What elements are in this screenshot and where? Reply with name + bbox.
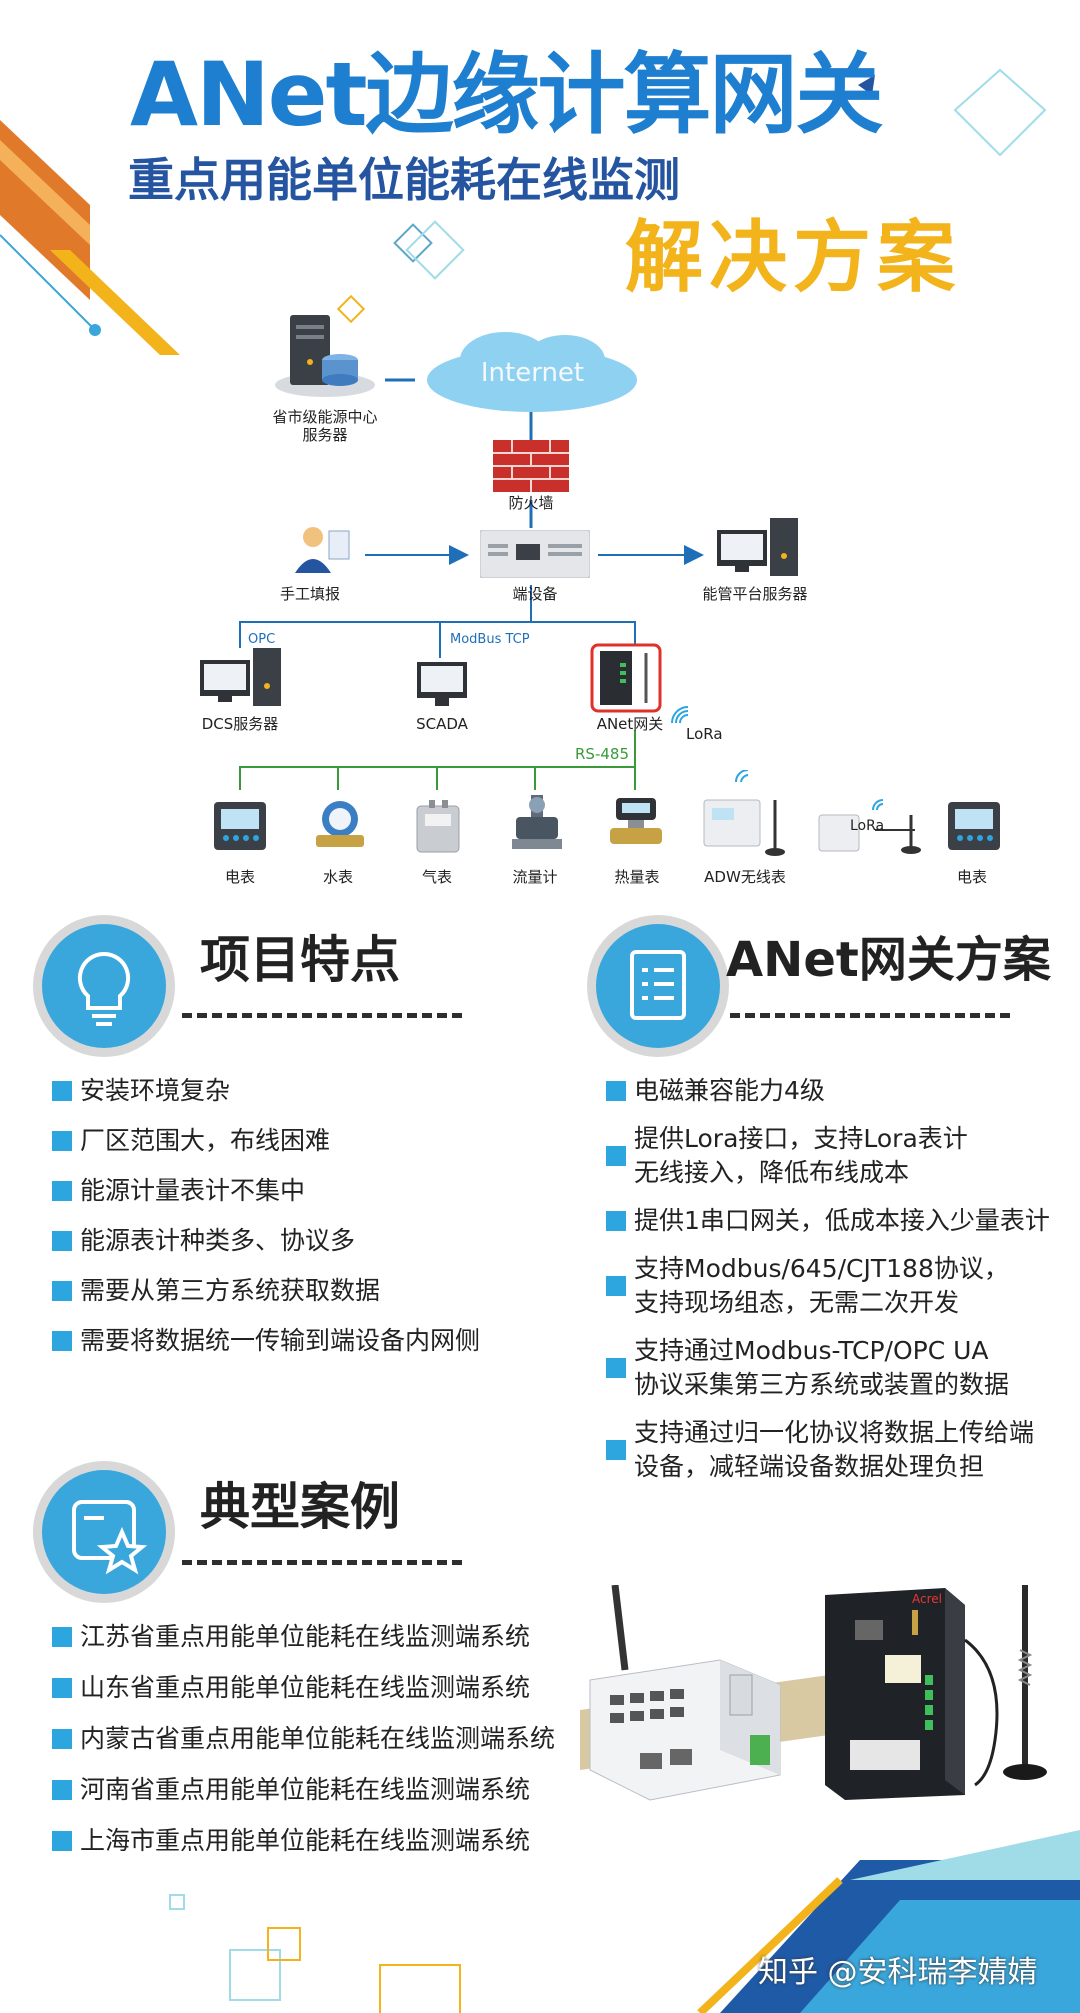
- features-divider: [182, 1013, 462, 1018]
- solution-divider: [730, 1013, 1010, 1018]
- solution-list: 电磁兼容能力4级 提供Lora接口，支持Lora表计 无线接入，降低布线成本 提…: [606, 1074, 1076, 1484]
- water-meter-icon: [316, 801, 364, 847]
- solution-section-title: ANet网关方案: [726, 932, 1051, 988]
- list-item: 需要将数据统一传输到端设备内网侧: [52, 1324, 480, 1358]
- scada-label: SCADA: [416, 715, 468, 733]
- anet-gateway-icon: [590, 643, 662, 713]
- lightbulb-circle: [42, 924, 166, 1048]
- cases-list: 江苏省重点用能单位能耗在线监测端系统 山东省重点用能单位能耗在线监测端系统 内蒙…: [52, 1620, 555, 1858]
- anet-gateway-product-image: [825, 1585, 1047, 1800]
- list-item: 安装环境复杂: [52, 1074, 480, 1108]
- platform-server-label: 能管平台服务器: [702, 585, 808, 603]
- list-item: 能源计量表计不集中: [52, 1174, 480, 1208]
- list-item: 需要从第三方系统获取数据: [52, 1274, 480, 1308]
- platform-server-icon: [717, 518, 798, 576]
- star-card-circle: [42, 1470, 166, 1594]
- list-item: 上海市重点用能单位能耗在线监测端系统: [52, 1824, 555, 1858]
- server-center-icon: [275, 315, 375, 397]
- firewall-label: 防火墙: [508, 494, 554, 512]
- product-brand-label: Acrel: [912, 1592, 942, 1606]
- list-item: 电磁兼容能力4级: [606, 1074, 1076, 1108]
- cases-divider: [182, 1560, 462, 1565]
- flow-meter-icon: [512, 795, 562, 849]
- anet-gateway-label: ANet网关: [596, 715, 664, 733]
- firewall-icon: [493, 440, 569, 492]
- adw-wireless-meter-icon: [703, 770, 785, 856]
- server-center-label: 省市级能源中心 服务器: [272, 408, 378, 444]
- dcs-server-icon: [200, 648, 281, 706]
- list-item: 支持通过归一化协议将数据上传给端 设备，减轻端设备数据处理负担: [606, 1416, 1076, 1484]
- electric-meter-icon: [214, 802, 266, 850]
- electric-meter-icon-2: [948, 802, 1000, 850]
- modbus-tcp-label: ModBus TCP: [450, 632, 530, 647]
- list-item: 厂区范围大，布线困难: [52, 1124, 480, 1158]
- network-diagram-lines: [239, 378, 704, 790]
- manual-entry-label: 手工填报: [279, 585, 340, 603]
- page-title: ANet边缘计算网关: [130, 43, 884, 146]
- device-label: 水表: [322, 868, 353, 886]
- lora-label-2: LoRa: [850, 818, 885, 834]
- device-label: 热量表: [614, 868, 660, 886]
- page-subtitle: 重点用能单位能耗在线监测: [128, 153, 680, 207]
- list-item: 内蒙古省重点用能单位能耗在线监测端系统: [52, 1722, 555, 1756]
- device-label: ADW无线表: [704, 868, 786, 886]
- scada-icon: [417, 662, 467, 706]
- list-item: 江苏省重点用能单位能耗在线监测端系统: [52, 1620, 555, 1654]
- wireless-signal-icon: [671, 706, 689, 724]
- rs485-label: RS-485: [575, 745, 629, 763]
- list-item: 能源表计种类多、协议多: [52, 1224, 480, 1258]
- internet-label: Internet: [480, 358, 585, 388]
- lightbulb-icon: [77, 951, 131, 1026]
- gateway-module-image: [580, 1585, 830, 1801]
- list-item: 河南省重点用能单位能耗在线监测端系统: [52, 1773, 555, 1807]
- cases-title: 典型案例: [200, 1478, 400, 1536]
- lora-meter-icon: [818, 799, 921, 854]
- features-title: 项目特点: [200, 931, 400, 989]
- features-list: 安装环境复杂 厂区范围大，布线困难 能源计量表计不集中 能源表计种类多、协议多 …: [52, 1074, 480, 1358]
- terminal-device-label: 端设备: [512, 585, 558, 603]
- list-item: 支持通过Modbus-TCP/OPC UA 协议采集第三方系统或装置的数据: [606, 1334, 1076, 1402]
- star-card-icon: [72, 1500, 148, 1575]
- lora-label-1: LoRa: [686, 725, 723, 743]
- device-label: 气表: [421, 868, 452, 886]
- internet-cloud-icon: [427, 332, 637, 412]
- heat-meter-icon: [610, 798, 662, 844]
- device-label: 电表: [956, 868, 987, 886]
- solution-title: 解决方案: [625, 213, 962, 303]
- list-item: 支持Modbus/645/CJT188协议， 支持现场组态，无需二次开发: [606, 1252, 1076, 1320]
- device-label: 电表: [224, 868, 255, 886]
- terminal-device-icon: [480, 530, 590, 578]
- manual-entry-icon: [295, 527, 350, 573]
- document-circle: [596, 924, 720, 1048]
- device-label: 流量计: [512, 868, 558, 886]
- list-item: 提供Lora接口，支持Lora表计 无线接入，降低布线成本: [606, 1122, 1076, 1190]
- opc-label: OPC: [248, 632, 276, 647]
- list-item: 提供1串口网关，低成本接入少量表计: [606, 1204, 1076, 1238]
- dcs-server-label: DCS服务器: [201, 715, 279, 733]
- list-item: 山东省重点用能单位能耗在线监测端系统: [52, 1671, 555, 1705]
- document-list-icon: [630, 950, 686, 1020]
- watermark-text: 知乎 @安科瑞李婧婧: [758, 1955, 1038, 1990]
- gas-meter-icon: [416, 800, 460, 853]
